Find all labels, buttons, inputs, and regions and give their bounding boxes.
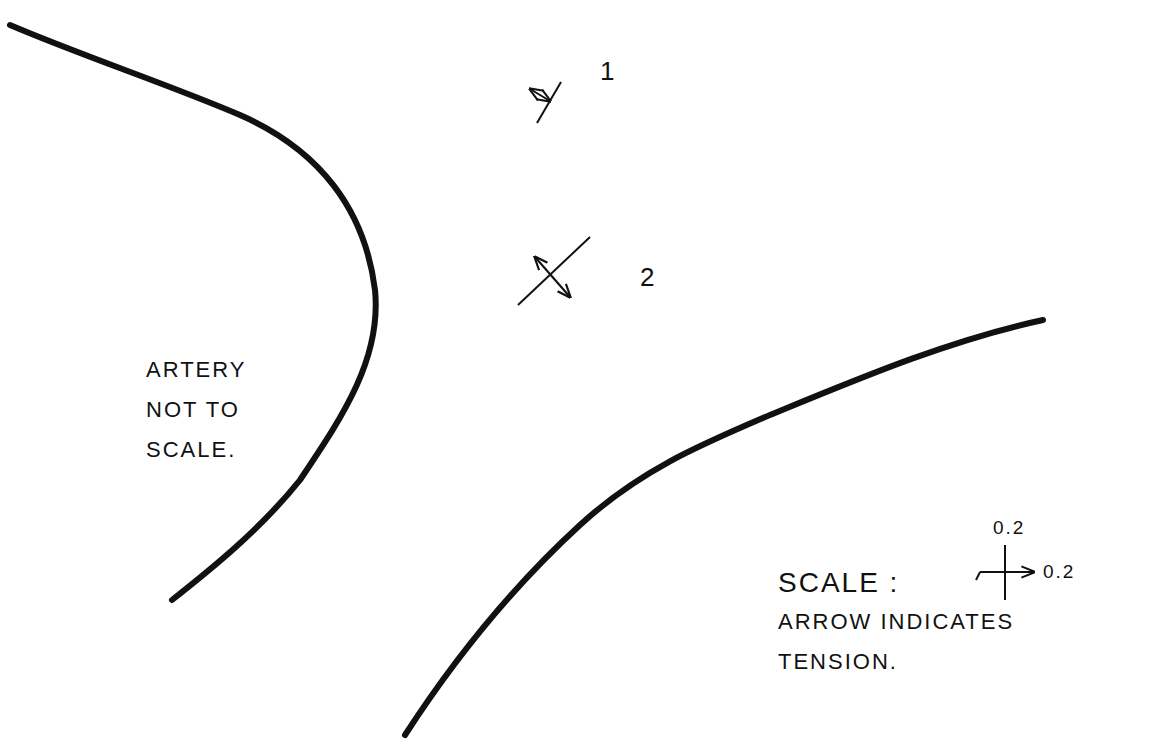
stress-cross [518,237,590,305]
stress-cross [530,82,561,123]
scale-cross [976,545,1034,600]
callout-number: 1 [600,56,616,87]
note-text: ARROW INDICATES TENSION. [778,602,1108,682]
scale-value: 0.2 [1043,561,1075,584]
scale-value: 0.2 [993,517,1025,540]
callout-number: 2 [640,262,656,293]
artery-wall [10,25,376,600]
scale-label: SCALE : [778,566,899,600]
artery-wall [405,320,1043,735]
note-text: ARTERY NOT TO SCALE. [146,350,258,470]
